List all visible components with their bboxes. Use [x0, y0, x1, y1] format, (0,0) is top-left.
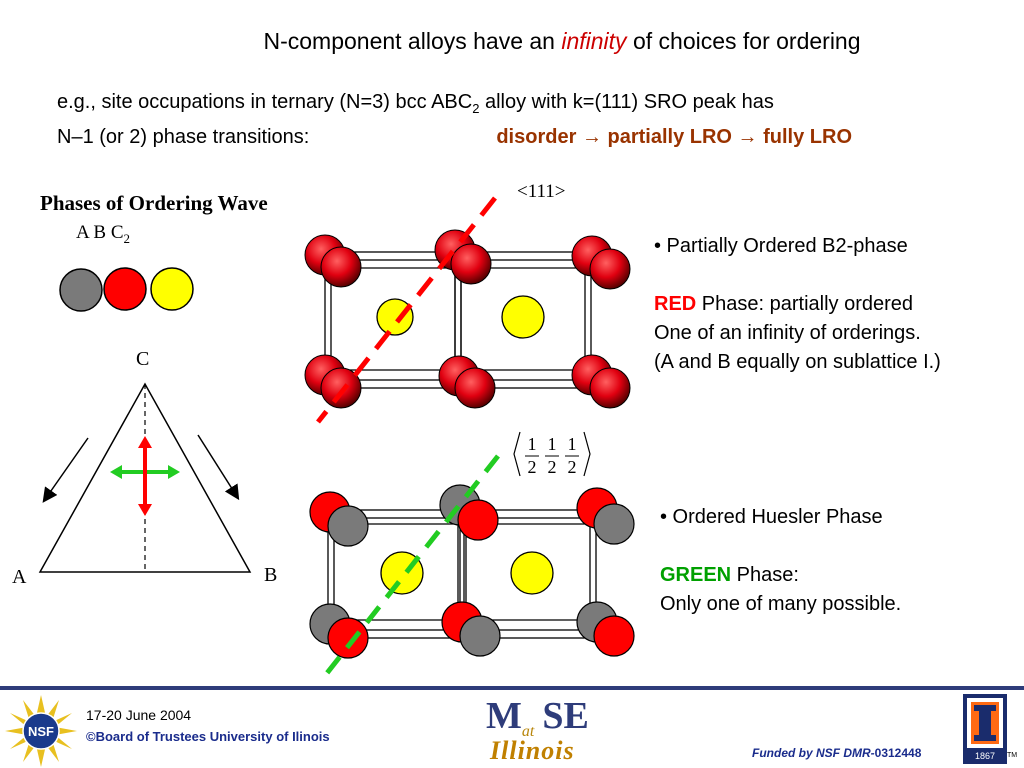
red-label-rest: Phase: partially ordered: [696, 293, 914, 315]
half-num-3: 1: [568, 434, 577, 454]
phases-subscript: 2: [123, 230, 131, 246]
green-arrowhead-left: [110, 465, 122, 479]
intro-subscript: 2: [472, 101, 480, 116]
footer-date: 17-20 June 2004: [86, 707, 192, 723]
mse-logo-e: E: [563, 695, 589, 737]
direction-half-label: 1 2 1 2 1 2: [513, 431, 591, 477]
species-c-circle: [150, 267, 194, 311]
phases-subtitle: A B C2: [76, 222, 130, 247]
green-label-rest: Phase:: [731, 564, 799, 586]
title-prefix: N-component alloys have an: [263, 28, 562, 54]
green-phase-description: • Ordered Huesler Phase GREEN Phase: Onl…: [660, 503, 1000, 619]
green-arrowhead-right: [168, 465, 180, 479]
sequence-disorder: disorder: [496, 126, 577, 148]
sequence-arrow-1: →: [581, 126, 602, 148]
intro-line1-text: e.g., site occupations in ternary (N=3) …: [57, 91, 473, 113]
green-dashed-line: [318, 454, 500, 684]
triangle-vertex-c: C: [136, 348, 150, 370]
funding-number: 0312448: [874, 746, 922, 760]
nsf-logo-text: NSF: [28, 724, 54, 739]
species-b-circle: [103, 267, 147, 311]
green-lattice-center-atom-2: [510, 551, 554, 595]
footer-divider: [0, 686, 1024, 690]
footer-funding: Funded by NSF DMR-0312448: [752, 746, 921, 760]
green-label-line: GREEN Phase:: [660, 561, 1000, 590]
green-label: GREEN: [660, 564, 732, 586]
triangle-outline: [38, 382, 252, 573]
intro-text: e.g., site occupations in ternary (N=3) …: [57, 88, 987, 152]
intro-line1-end: alloy with k=(111) SRO peak has: [479, 91, 774, 113]
half-den-1: 2: [528, 457, 537, 477]
title-suffix: of choices for ordering: [626, 28, 861, 54]
red-line2: One of an infinity of orderings.: [654, 322, 921, 344]
mse-logo-at: at: [521, 723, 535, 740]
university-illinois-logo: 1867: [963, 694, 1007, 764]
green-lattice-corner-atoms: [309, 484, 635, 659]
phases-title: Phases of Ordering Wave: [40, 191, 268, 215]
left-side-arrow: [42, 437, 89, 503]
mse-logo-s: S: [542, 695, 564, 737]
half-den-3: 2: [568, 457, 577, 477]
red-label: RED: [654, 293, 697, 315]
intro-line1: e.g., site occupations in ternary (N=3) …: [57, 88, 987, 123]
red-label-line: RED Phase: partially ordered: [654, 290, 1004, 319]
trademark: TM: [1007, 752, 1018, 759]
ui-logo-year: 1867: [975, 751, 995, 761]
green-bullet: • Ordered Huesler Phase: [660, 506, 883, 528]
red-lattice-corner-atoms: [304, 229, 631, 409]
intro-line2: N–1 (or 2) phase transitions:disorder → …: [57, 123, 987, 152]
red-lattice-center-atom-1: [376, 298, 414, 336]
mse-logo-illinois: Illinois: [490, 736, 575, 765]
phase-triangle: [38, 382, 252, 573]
intro-line2-text: N–1 (or 2) phase transitions:: [57, 126, 310, 148]
red-dashed-line: [316, 196, 497, 424]
green-line2: Only one of many possible.: [660, 593, 902, 615]
triangle-vertex-b: B: [264, 564, 278, 586]
nsf-logo: NSF: [5, 695, 77, 767]
red-dashed-111-line: [316, 196, 497, 424]
funding-prefix: Funded by NSF DMR-: [752, 746, 875, 760]
green-dashed-half-line: [318, 454, 500, 684]
page-title: N-component alloys have an infinity of c…: [0, 28, 1024, 55]
half-num-1: 1: [528, 434, 537, 454]
right-side-arrow: [197, 434, 240, 501]
red-phase-description: • Partially Ordered B2-phase RED Phase: …: [654, 232, 1004, 377]
mse-logo-m: M: [486, 695, 522, 737]
red-arrowhead-down: [138, 504, 152, 516]
sequence-fully-lro: fully LRO: [763, 126, 852, 148]
sequence-partially-lro: partially LRO: [607, 126, 732, 148]
species-a-circle: [59, 268, 103, 312]
red-lattice-center-atom-2: [501, 295, 545, 339]
red-bullet: • Partially Ordered B2-phase: [654, 235, 908, 257]
half-den-2: 2: [548, 457, 557, 477]
direction-111-label: <111>: [517, 181, 566, 202]
green-phase-lattice: [309, 484, 635, 659]
red-line3: (A and B equally on sublattice I.): [654, 351, 941, 373]
mse-illinois-logo: Mat SE Illinois: [486, 694, 589, 765]
title-emphasis: infinity: [561, 28, 627, 54]
phases-species: A B C: [76, 222, 124, 243]
red-phase-lattice: [304, 229, 631, 409]
footer-copyright: ©Board of Trustees University of Ilinois: [86, 729, 330, 744]
triangle-vertex-a: A: [12, 566, 27, 588]
half-num-2: 1: [548, 434, 557, 454]
red-arrowhead-up: [138, 436, 152, 448]
species-legend: [59, 267, 194, 312]
sequence-arrow-2: →: [737, 126, 758, 148]
